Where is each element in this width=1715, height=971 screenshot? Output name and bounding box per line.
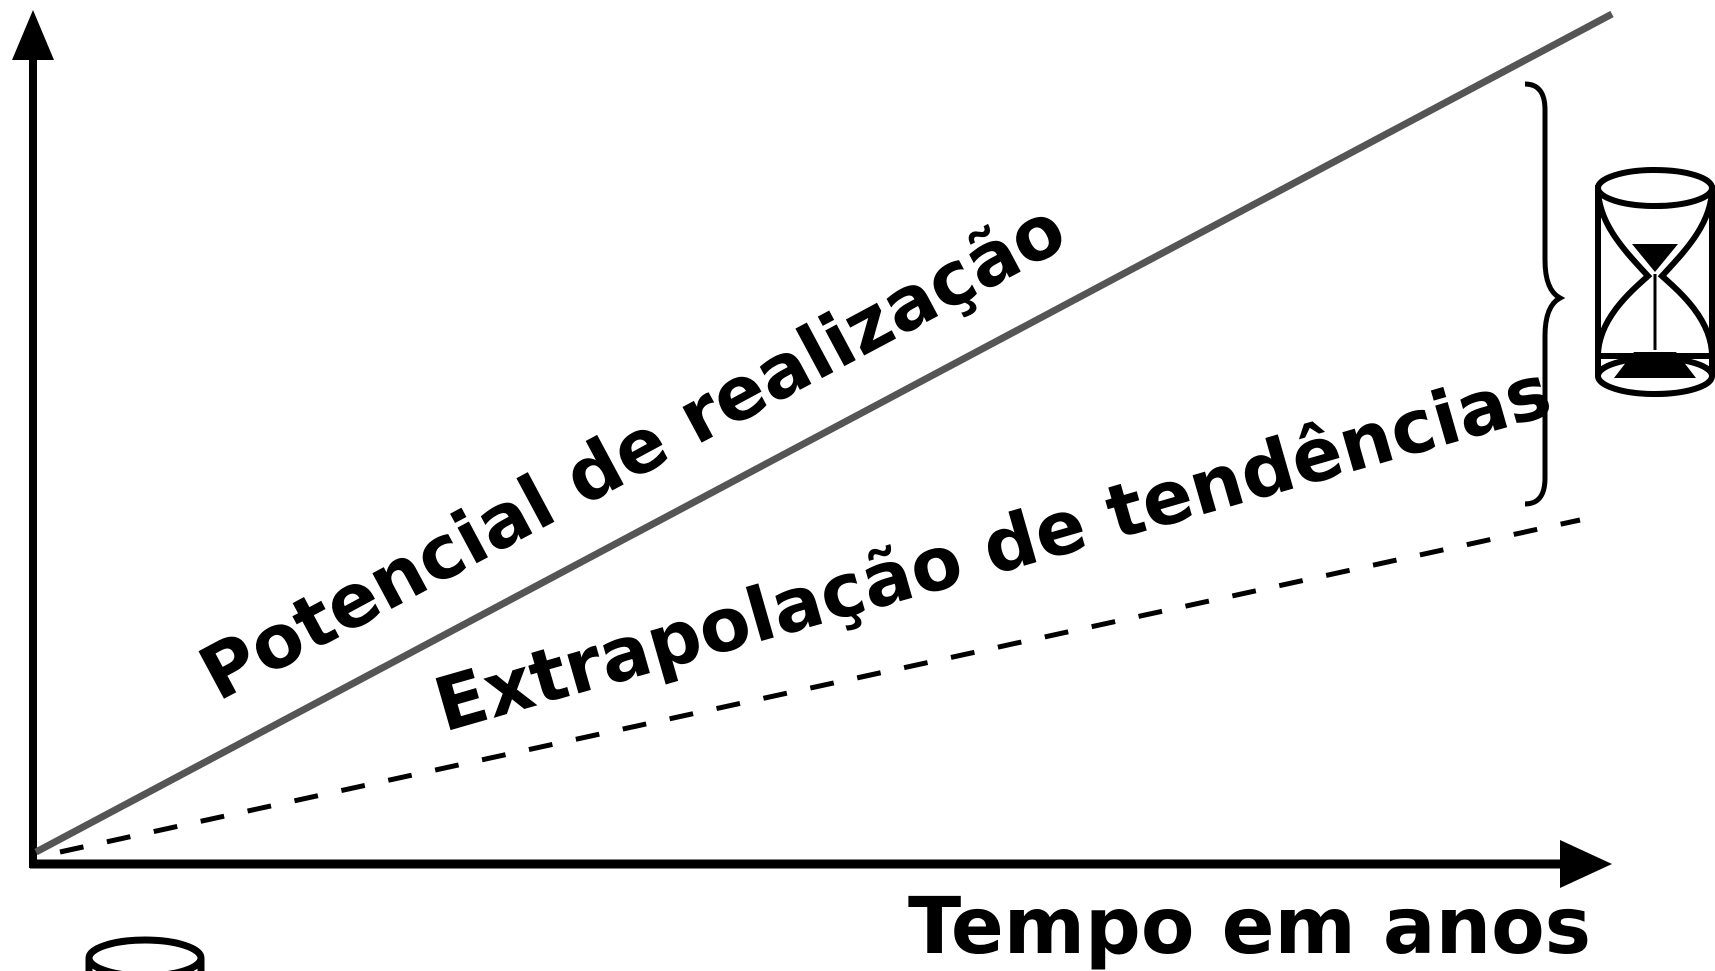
trend-line-label: Extrapolação de tendências	[425, 348, 1560, 749]
hourglass-icon	[1594, 167, 1715, 397]
potential-line	[34, 10, 1614, 856]
y-axis	[12, 10, 54, 868]
x-axis	[30, 840, 1612, 888]
x-axis-arrow	[1560, 840, 1612, 888]
y-axis-arrow	[12, 10, 54, 60]
hourglass-icon-partial	[85, 936, 205, 971]
gap-brace	[1524, 81, 1566, 507]
x-axis-label: Tempo em anos	[908, 882, 1591, 971]
trend-line	[59, 517, 1581, 855]
